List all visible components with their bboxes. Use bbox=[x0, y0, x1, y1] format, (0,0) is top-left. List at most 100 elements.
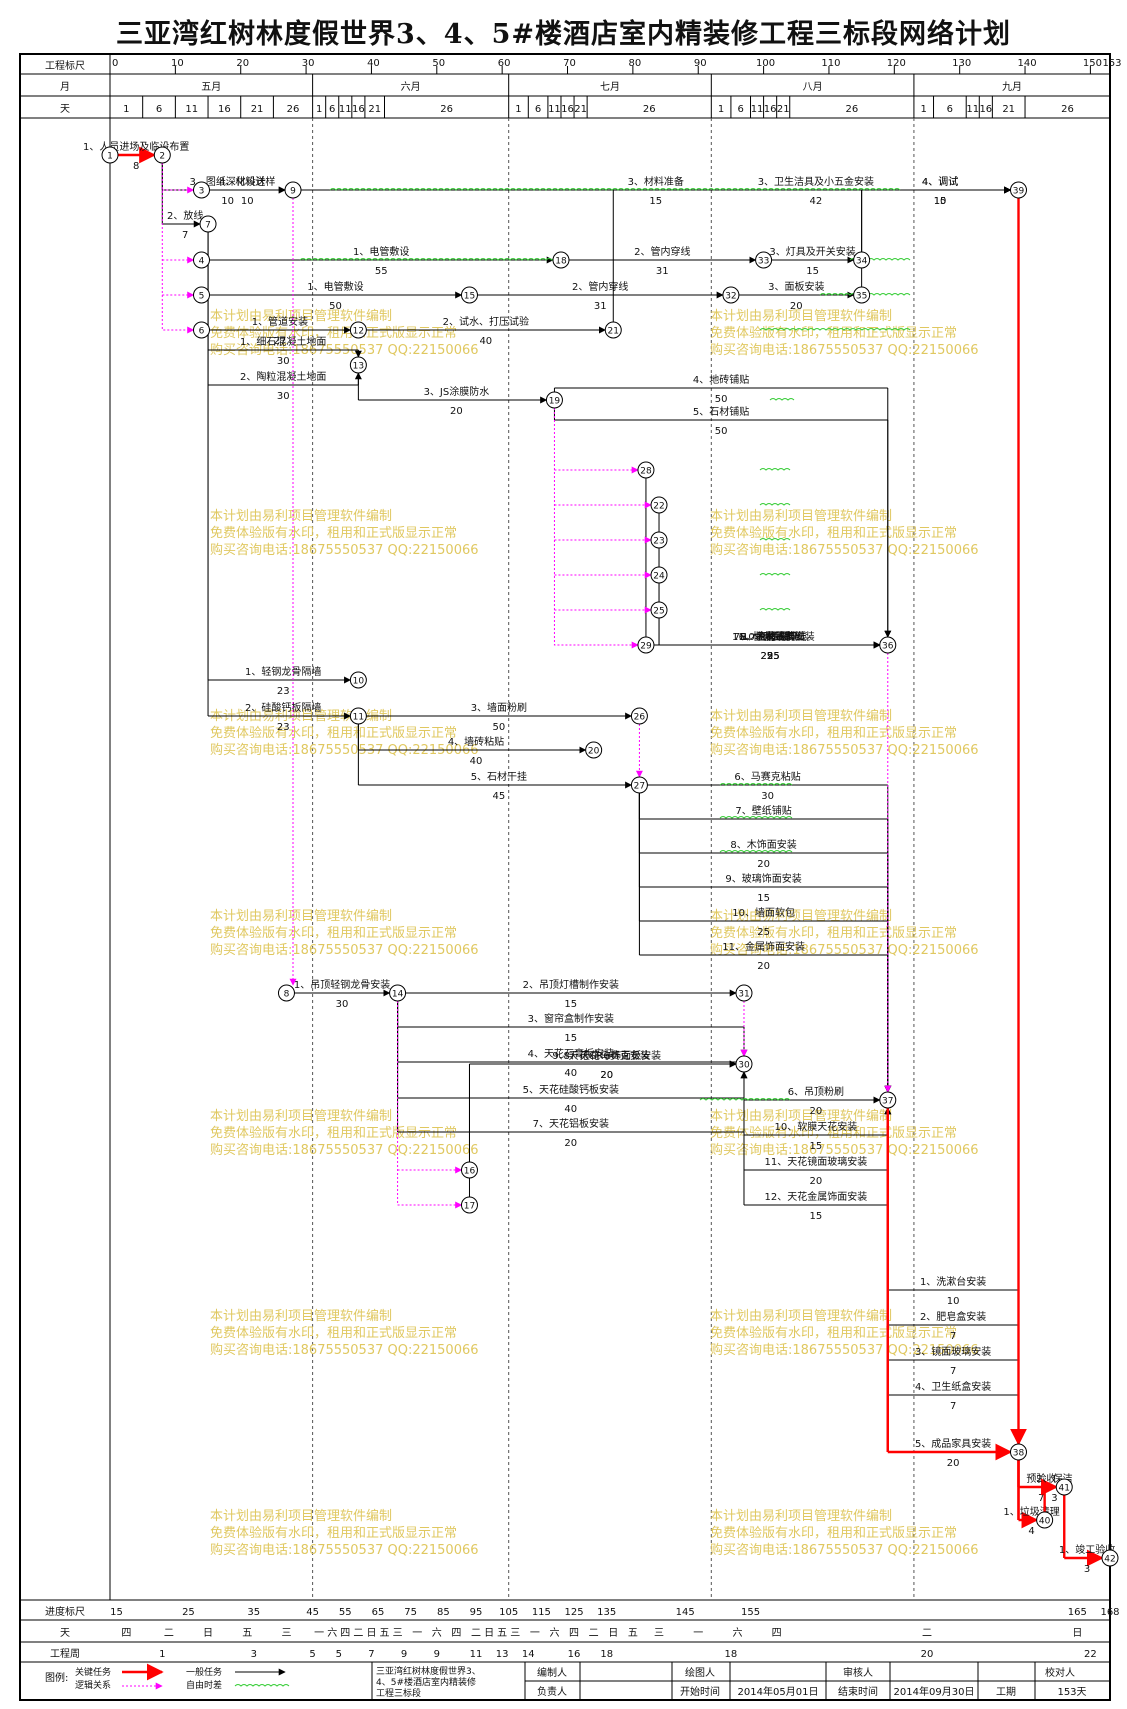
activity-duration-label: 15 bbox=[757, 893, 770, 904]
watermark-text: 免费体验版有水印，租用和正式版显示正常 bbox=[210, 1125, 457, 1141]
week-label: 22 bbox=[1084, 1649, 1097, 1660]
activity-duration-label: 15 bbox=[564, 1033, 577, 1044]
free-float-wave bbox=[769, 398, 795, 401]
activity-name-label: 5、天花硅酸钙板安装 bbox=[523, 1083, 619, 1096]
footer-label-weekday: 天 bbox=[60, 1628, 70, 1639]
info-reviewer-label: 审核人 bbox=[843, 1666, 873, 1679]
weekday-label: 日 bbox=[484, 1628, 494, 1639]
progress-tick-label: 65 bbox=[372, 1607, 385, 1618]
network-node: 32 bbox=[722, 286, 740, 304]
activity-name-label: 4、墙砖粘贴 bbox=[448, 735, 504, 748]
activity-name-label: 1、细石混凝土地面 bbox=[240, 335, 326, 348]
watermark-text: 购买咨询电话:18675550537 QQ:22150066 bbox=[710, 542, 979, 558]
node-circle bbox=[630, 707, 648, 725]
weekday-label: 三 bbox=[393, 1628, 403, 1639]
progress-tick-label: 135 bbox=[597, 1607, 616, 1618]
watermark-text: 本计划由易利项目管理软件编制 bbox=[710, 1109, 892, 1124]
watermark-text: 购买咨询电话:18675550537 QQ:22150066 bbox=[210, 1342, 479, 1358]
weekday-label: 四 bbox=[451, 1628, 461, 1639]
activity-duration-label: 10 bbox=[934, 196, 947, 207]
activity-duration-label: 20 bbox=[757, 961, 770, 972]
node-circle bbox=[585, 741, 603, 759]
watermark-text: 免费体验版有水印，租用和正式版显示正常 bbox=[710, 1325, 957, 1341]
activity-duration-label: 4 bbox=[1028, 1526, 1034, 1537]
activity-name-label: 1、电管敷设 bbox=[353, 245, 409, 258]
info-start-value: 2014年05月01日 bbox=[738, 1685, 819, 1698]
watermark-text: 本计划由易利项目管理软件编制 bbox=[710, 309, 892, 324]
activity-name-label: 12、天花金属饰面安装 bbox=[765, 1190, 868, 1203]
node-circle bbox=[879, 636, 897, 654]
watermark-text: 本计划由易利项目管理软件编制 bbox=[710, 909, 892, 924]
activity-duration-label: 3 bbox=[1084, 1564, 1090, 1575]
activity-name-label: 3、面板安装 bbox=[768, 280, 824, 293]
weekday-label: 六 bbox=[732, 1627, 742, 1639]
watermark-text: 免费体验版有水印，租用和正式版显示正常 bbox=[210, 1325, 457, 1341]
watermark-text: 本计划由易利项目管理软件编制 bbox=[210, 1309, 392, 1324]
watermark-text: 购买咨询电话:18675550537 QQ:22150066 bbox=[710, 1542, 979, 1558]
activity-duration-label: 15 bbox=[934, 196, 947, 207]
activity-duration-label: 3 bbox=[1051, 1493, 1057, 1504]
node-number: 22 bbox=[653, 502, 664, 512]
day-label: 1 bbox=[123, 104, 129, 115]
legend-logic-label: 逻辑关系 bbox=[75, 1679, 111, 1691]
week-label: 14 bbox=[522, 1649, 535, 1660]
day-label: 21 bbox=[1002, 104, 1015, 115]
activity-duration-label: 30 bbox=[277, 356, 290, 367]
watermark-text: 购买咨询电话:18675550537 QQ:22150066 bbox=[210, 542, 479, 558]
logic-link bbox=[553, 408, 639, 649]
node-circle bbox=[650, 601, 668, 619]
network-node: 1 bbox=[101, 146, 119, 164]
info-duration-value: 153天 bbox=[1057, 1687, 1086, 1698]
footer-label-week: 工程周 bbox=[50, 1648, 80, 1660]
free-float-wave bbox=[759, 503, 791, 506]
node-number: 32 bbox=[725, 292, 736, 302]
activity-duration-label: 40 bbox=[470, 756, 483, 767]
info-end-label: 结束时间 bbox=[838, 1685, 878, 1698]
activity-duration-label: 20 bbox=[450, 406, 463, 417]
week-label: 7 bbox=[368, 1649, 374, 1660]
progress-tick-label: 145 bbox=[676, 1607, 695, 1618]
scale-tick-label: 20 bbox=[236, 58, 249, 69]
week-label: 13 bbox=[496, 1649, 509, 1660]
watermark-text: 本计划由易利项目管理软件编制 bbox=[710, 509, 892, 524]
node-circle bbox=[349, 671, 367, 689]
scale-tick-label: 80 bbox=[629, 58, 642, 69]
scale-tick-label: 100 bbox=[756, 58, 775, 69]
activity-duration-label: 25 bbox=[760, 651, 773, 662]
node-number: 41 bbox=[1059, 1484, 1070, 1494]
node-circle bbox=[650, 566, 668, 584]
node-circle bbox=[604, 321, 622, 339]
activity-name-label: 1、洗漱台安装 bbox=[920, 1275, 986, 1288]
activity-name-label: 3、材料准备 bbox=[628, 175, 684, 188]
watermark-text: 免费体验版有水印，租用和正式版显示正常 bbox=[710, 925, 957, 941]
weekday-label: 三 bbox=[510, 1628, 520, 1639]
activity-duration-label: 50 bbox=[715, 394, 728, 405]
activity-duration-label: 30 bbox=[277, 391, 290, 402]
activity-duration-label: 15 bbox=[564, 999, 577, 1010]
watermark-text: 本计划由易利项目管理软件编制 bbox=[210, 509, 392, 524]
day-label: 16 bbox=[764, 104, 777, 115]
activity-name-label: 1、竣工验收 bbox=[1059, 1543, 1115, 1556]
activity-name-label: 9、玻璃饰面安装 bbox=[725, 872, 801, 885]
node-number: 35 bbox=[856, 292, 867, 302]
day-label: 26 bbox=[440, 104, 453, 115]
activity-arrow: 2、放线7 bbox=[161, 163, 203, 241]
activity-duration-label: 10 bbox=[221, 196, 234, 207]
activity-duration-label: 20 bbox=[600, 1070, 613, 1081]
network-node: 20 bbox=[585, 741, 603, 759]
network-node: 36 bbox=[879, 636, 897, 654]
network-node: 18 bbox=[552, 251, 570, 269]
activity-duration-label: 31 bbox=[594, 301, 607, 312]
legend-float-label: 自由时差 bbox=[186, 1679, 222, 1691]
watermark-text: 本计划由易利项目管理软件编制 bbox=[210, 309, 392, 324]
network-node: 14 bbox=[389, 984, 407, 1002]
scale-tick-label: 90 bbox=[694, 58, 707, 69]
activity-duration-label: 50 bbox=[493, 722, 506, 733]
